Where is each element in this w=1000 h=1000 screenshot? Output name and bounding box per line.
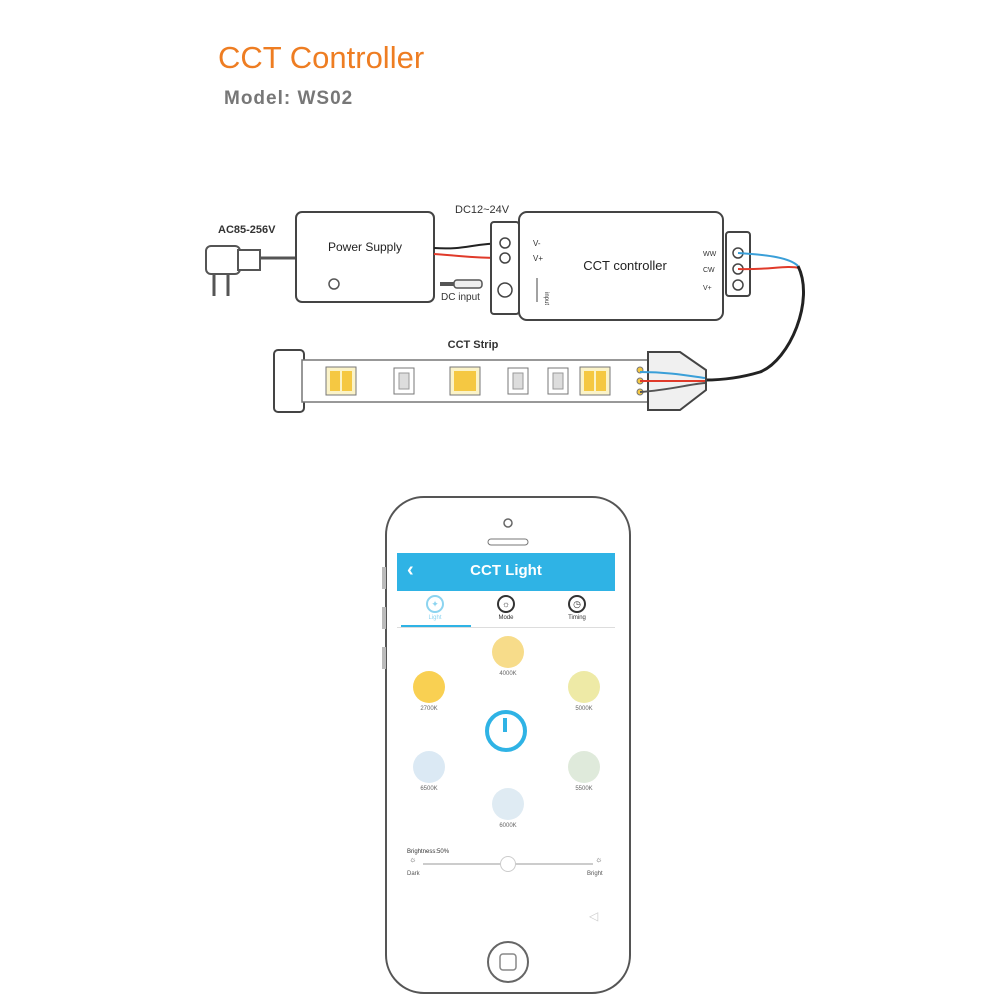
- phone-screen: ‹ CCT Light ✦ Light ☼ Mode ◷ Timing 4000…: [397, 553, 615, 938]
- terminal-screw-icon: [499, 252, 511, 264]
- tab-divider: [397, 627, 615, 628]
- swatch-label: 4000K: [499, 671, 517, 677]
- app-title: CCT Light: [470, 562, 542, 579]
- dc-range-label: DC12~24V: [455, 204, 510, 216]
- controller-vminus-label: V-: [533, 239, 541, 248]
- cct-controller-box: [518, 211, 724, 321]
- tab-light[interactable]: ✦ Light: [405, 595, 465, 621]
- mode-icon: ☼: [497, 595, 515, 613]
- resistor-icon: [507, 367, 529, 395]
- resistor-icon: [547, 367, 569, 395]
- dc-socket-icon: [497, 282, 513, 298]
- strip-end-cap: [273, 349, 305, 413]
- app-header: ‹ CCT Light: [397, 553, 615, 591]
- color-swatch-2700k[interactable]: [413, 671, 445, 703]
- brightness-label: Brightness:50%: [407, 849, 450, 855]
- tab-label: Mode: [498, 615, 514, 621]
- color-swatch-5000k[interactable]: [568, 671, 600, 703]
- speaker-grille: [487, 538, 529, 546]
- brightness-slider-thumb[interactable]: [500, 856, 516, 872]
- color-swatch-5500k[interactable]: [568, 751, 600, 783]
- swatch-label: 2700K: [420, 706, 438, 712]
- model-number: Model: WS02: [224, 88, 354, 109]
- power-supply-label: Power Supply: [328, 240, 402, 254]
- cct-controller-label: CCT controller: [583, 258, 667, 273]
- ac-input-label: AC85-256V: [218, 224, 276, 236]
- output-ww-label: WW: [703, 251, 717, 258]
- active-tab-indicator: [401, 625, 471, 627]
- dc-input-label: DC input: [441, 292, 480, 303]
- tab-label: Light: [428, 615, 442, 621]
- speaker-icon[interactable]: ◁: [589, 909, 599, 923]
- home-button[interactable]: [487, 941, 529, 983]
- page-title: CCT Controller: [218, 40, 425, 75]
- terminal-screw-icon: [499, 237, 511, 249]
- power-led-icon: [328, 278, 340, 290]
- strip-connector: [639, 351, 707, 411]
- bulb-icon: ✦: [426, 595, 444, 613]
- color-swatch-6500k[interactable]: [413, 751, 445, 783]
- input-terminal-block: [490, 221, 520, 315]
- swatch-label: 5000K: [575, 706, 593, 712]
- terminal-screw-icon: [732, 279, 744, 291]
- alarm-clock-icon: ◷: [568, 595, 586, 613]
- color-swatch-4000k[interactable]: [492, 636, 524, 668]
- tab-mode[interactable]: ☼ Mode: [476, 595, 536, 621]
- wiring-diagram: AC85-256V Power Supply DC12~24V DC input…: [205, 204, 805, 413]
- tab-timing[interactable]: ◷ Timing: [547, 595, 607, 621]
- swatch-label: 6000K: [499, 823, 517, 829]
- output-cw-label: CW: [703, 267, 715, 274]
- swatch-label: 5500K: [575, 786, 593, 792]
- led-chip-icon: [325, 366, 357, 396]
- power-icon: [503, 718, 509, 732]
- led-chip-icon: [579, 366, 611, 396]
- led-chip-icon: [449, 366, 481, 396]
- ac-plug-icon: [205, 245, 298, 296]
- controller-vplus-label: V+: [533, 254, 543, 263]
- dc-jack-icon: [440, 279, 483, 289]
- bright-label: Bright: [587, 871, 603, 877]
- camera-icon: [503, 518, 513, 528]
- output-vplus-label: V+: [703, 285, 712, 292]
- cct-strip-label: CCT Strip: [448, 339, 499, 351]
- tab-label: Timing: [568, 615, 586, 621]
- swatch-label: 6500K: [420, 786, 438, 792]
- dark-sun-icon: ☼: [409, 855, 417, 864]
- resistor-icon: [393, 367, 415, 395]
- chevron-left-icon[interactable]: ‹: [407, 559, 414, 581]
- power-button[interactable]: [485, 710, 527, 752]
- power-supply-box: [295, 211, 435, 303]
- dark-label: Dark: [407, 871, 420, 877]
- color-swatch-6000k[interactable]: [492, 788, 524, 820]
- controller-input-label: input: [543, 292, 549, 305]
- bright-sun-icon: ☼: [595, 855, 603, 864]
